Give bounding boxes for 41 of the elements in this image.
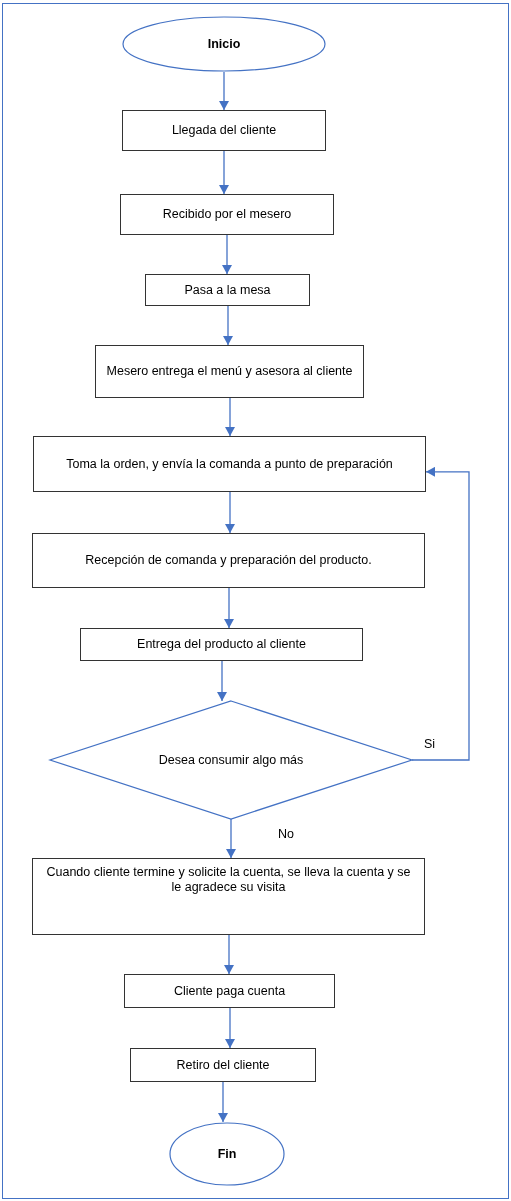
process-box [122, 110, 326, 151]
step-text: Inicio [207, 36, 241, 52]
step-text: Cliente paga cuenta [173, 983, 286, 999]
step-text: Cuando cliente termine y solicite la cuenta, se lleva la cuenta y se le agradece su visita [45, 865, 412, 895]
arrow [223, 305, 233, 346]
process-box [145, 274, 310, 306]
process-box [95, 345, 364, 398]
step-text: Mesero entrega el menú y asesora al cliente [106, 364, 353, 379]
step-text: Recibido por el mesero [162, 207, 292, 222]
step-text: Recepción de comanda y preparación del producto. [85, 553, 372, 568]
process-box [33, 436, 426, 492]
process-box [32, 533, 425, 588]
decision-diamond [50, 701, 412, 819]
arrow [225, 1007, 235, 1049]
process-box [120, 194, 334, 235]
arrow [219, 150, 229, 195]
terminator-ellipse [122, 16, 326, 72]
step-text: Entrega del producto al cliente [137, 637, 306, 652]
arrow [226, 818, 236, 859]
arrow [217, 660, 227, 702]
arrow [225, 397, 235, 437]
arrow [219, 71, 229, 111]
process-box [130, 1048, 316, 1082]
step-text: Retiro del cliente [176, 1057, 270, 1073]
terminator-ellipse [169, 1122, 285, 1186]
step-text: Fin [217, 1146, 237, 1162]
step-text: Toma la orden, y envía la comanda a punto de preparación [66, 456, 393, 472]
arrow [224, 587, 234, 629]
decision-text: Desea consumir algo más [158, 752, 304, 768]
process-box [124, 974, 335, 1008]
process-box [32, 858, 425, 935]
step-text: Llegada del cliente [171, 123, 277, 138]
arrow [222, 234, 232, 275]
edge-label: No [276, 827, 296, 841]
step-text: Pasa a la mesa [184, 282, 271, 298]
arrow [218, 1081, 228, 1123]
process-box [80, 628, 363, 661]
arrow [224, 934, 234, 975]
arrow [411, 466, 470, 761]
edge-label: Si [422, 737, 438, 751]
arrow [225, 491, 235, 534]
